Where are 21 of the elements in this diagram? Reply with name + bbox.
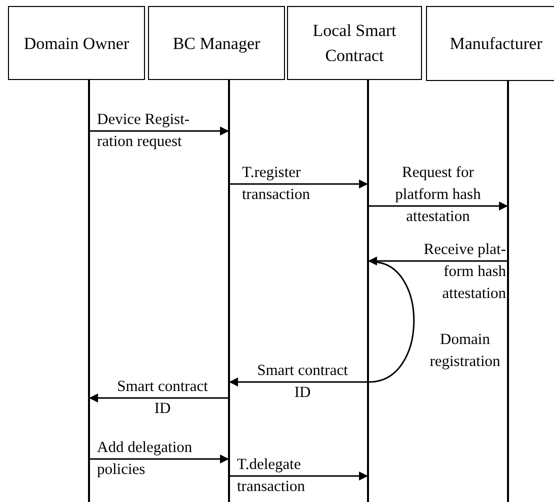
message-label: Smart contract ID — [256, 361, 349, 403]
message-arrow — [89, 454, 229, 464]
message-arrow — [229, 472, 368, 480]
message-arrow — [368, 256, 508, 266]
message-arrow — [229, 378, 368, 386]
message-label: Add delegation policies — [97, 438, 194, 480]
message-label: Receive plat- form hash attestation — [422, 240, 506, 304]
message-arrow — [89, 394, 229, 402]
message-arrow — [368, 202, 508, 210]
message-label: Request for platform hash attestation — [394, 163, 482, 227]
message-arrow — [229, 180, 368, 188]
participant-name: Manufacturer — [450, 33, 542, 55]
message-label: Smart contract ID — [116, 377, 209, 419]
message-label: T.register transaction — [242, 163, 312, 205]
participant-name: BC Manager — [172, 32, 260, 55]
message-arrow — [89, 126, 229, 136]
participant-name: Domain Owner — [24, 32, 130, 54]
message-label: T.delegate transaction — [237, 455, 306, 497]
message-label: Device Regist- ration request — [97, 110, 191, 152]
message-label: Domain registration — [428, 330, 502, 372]
participant-name: Local Smart Contract — [312, 20, 398, 67]
